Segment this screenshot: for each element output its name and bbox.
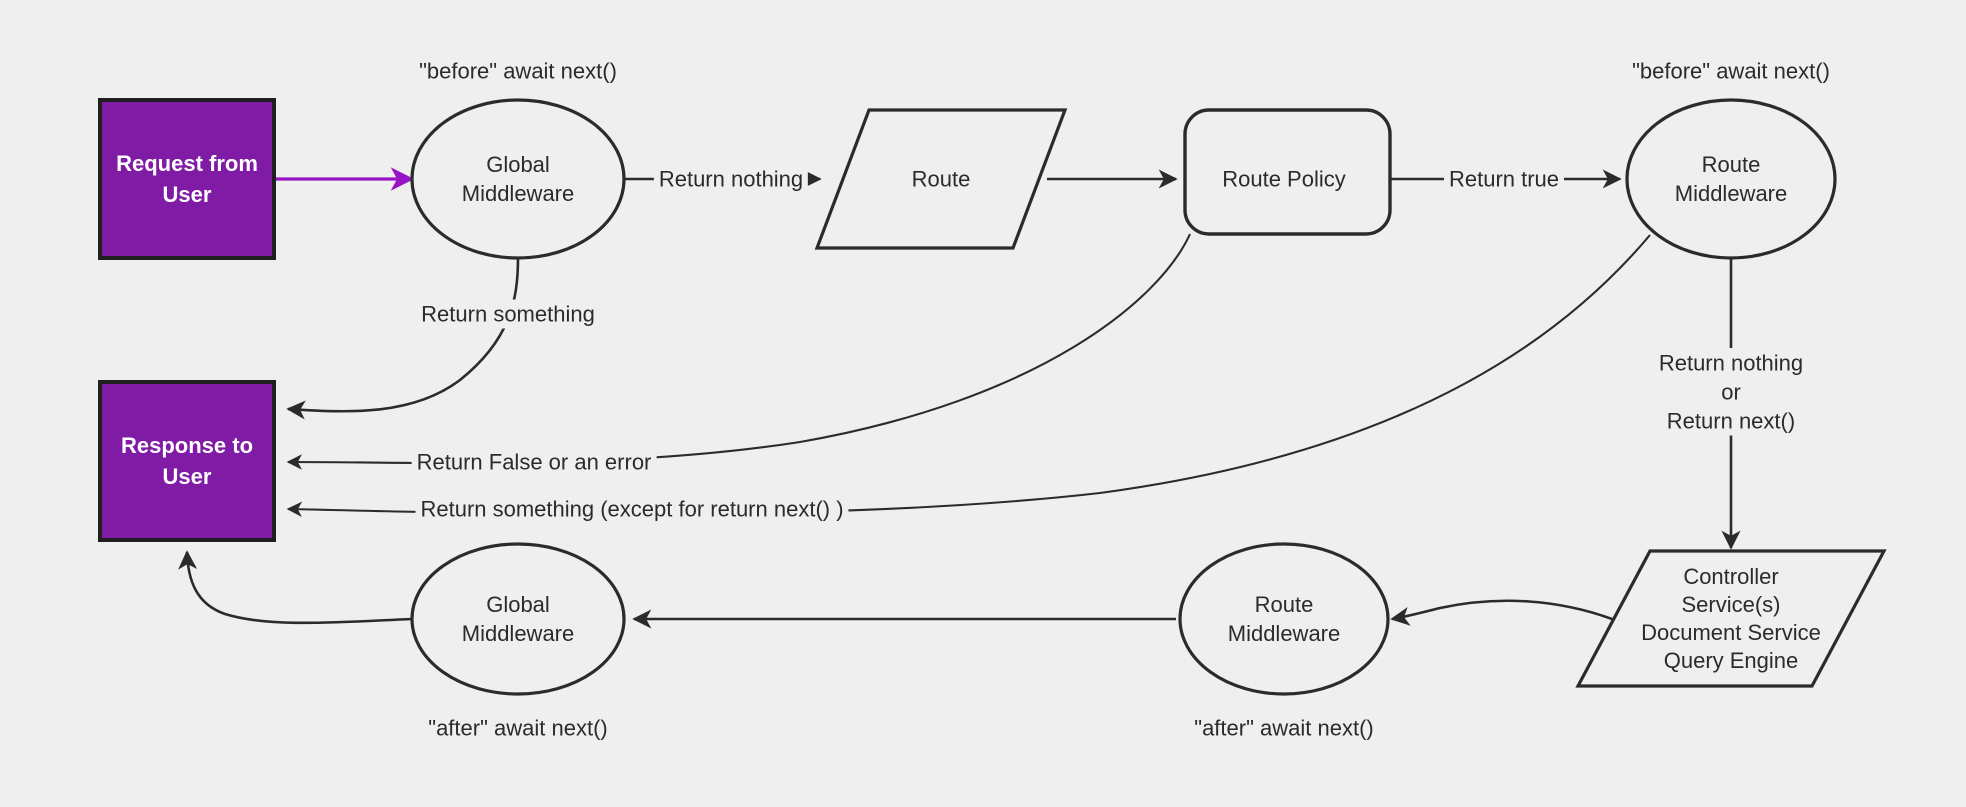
node-request-from-user[interactable]	[98, 98, 276, 260]
edge-controller-to-routemw-after	[1390, 599, 1613, 626]
node-route-middleware-after[interactable]	[1178, 542, 1390, 696]
node-route[interactable]	[814, 108, 1068, 250]
edge-policy-to-response	[286, 233, 1191, 470]
node-route-middleware-before[interactable]	[1625, 98, 1837, 260]
node-controller-services[interactable]	[1575, 549, 1887, 688]
node-global-middleware-after[interactable]	[410, 542, 626, 696]
node-label-response-to-user: Response to User	[120, 433, 254, 489]
node-response-to-user[interactable]	[98, 380, 276, 542]
edge-global-to-response	[286, 257, 520, 420]
edge-routemw-to-response	[286, 234, 1651, 517]
node-route-policy[interactable]	[1183, 108, 1392, 236]
node-layer	[98, 98, 1887, 696]
node-label-request-from-user: Request from User	[116, 151, 258, 207]
edge-globalmw-after-to-response	[178, 550, 413, 625]
node-global-middleware-before[interactable]	[410, 98, 626, 260]
